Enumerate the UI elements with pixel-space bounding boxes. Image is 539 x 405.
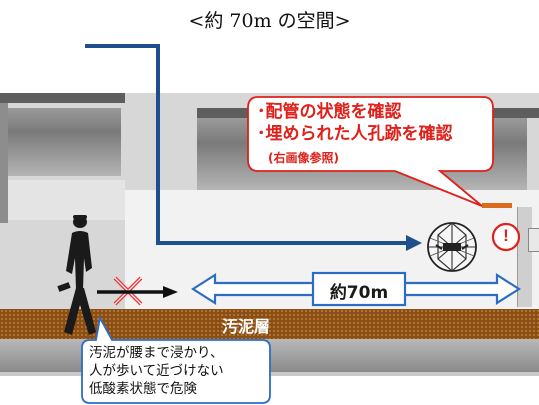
left-ceiling-panel [8,108,121,176]
drone-sphere-icon [427,222,477,272]
hazard-note-line-1: 汚泥が腰まで浸かり、 [89,345,224,361]
callout-line-2: ･埋められた人孔跡を確認 [257,124,453,144]
hazard-note-line-3: 低酸素状態で危険 [89,381,197,397]
diagram-title: <約 70m の空間> [188,10,351,32]
arrow-right-icon [97,286,178,298]
alert-icon [491,222,521,252]
callout-line-1: ･配管の状態を確認 [257,102,402,122]
left-wall-top [0,93,125,103]
route-line [85,44,422,251]
alert-symbol: ! [503,226,509,245]
distance-label: 約70m [329,283,389,303]
sludge-label: 汚泥層 [222,317,271,336]
left-wall-edge [0,103,8,223]
double-arrow-icon [190,271,522,307]
hazard-note-line-2: 人が歩いて近づけない [89,363,224,379]
callout-bubble [247,96,494,207]
manhole-cover [482,203,512,208]
worker-silhouette-icon [57,215,96,335]
hazard-note-bubble [81,315,271,404]
left-wall-lower [0,180,125,220]
callout-sub: (右画像参照) [268,151,339,165]
manhole-side [528,228,539,252]
